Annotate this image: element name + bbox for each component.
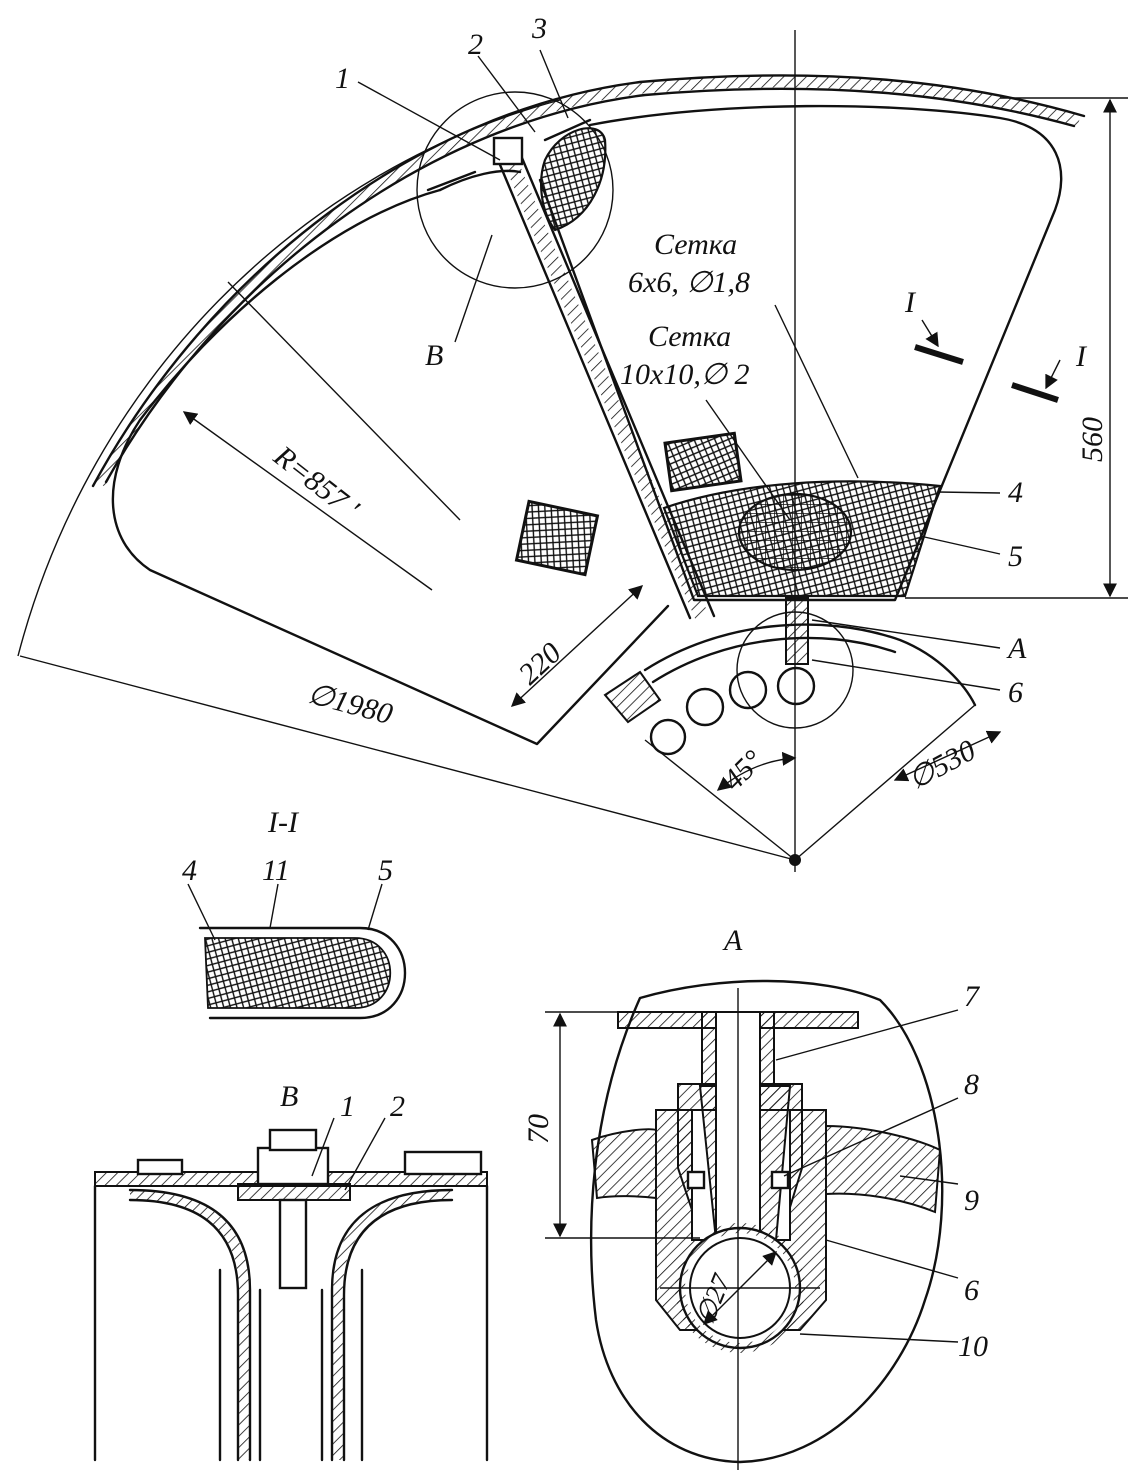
- detail-b-title: B: [280, 1080, 298, 1113]
- section-callout-11: 11: [262, 854, 290, 887]
- detail-b-right-bend: [330, 1188, 454, 1462]
- section-callout-4: 4: [182, 854, 197, 887]
- detail-b-callout-2: 2: [390, 1090, 405, 1123]
- center-ray-left: [19, 655, 796, 861]
- section-cut-right: I: [1075, 340, 1088, 373]
- dim-45-arc: [716, 751, 797, 791]
- section-title: I-I: [267, 806, 300, 839]
- mesh1-spec: 6x6, ∅1,8: [628, 266, 750, 299]
- inner-ring-arc: [643, 623, 977, 707]
- section-callout-5: 5: [378, 854, 393, 887]
- center-point: [789, 854, 801, 866]
- view-a-marker: A: [1006, 632, 1027, 665]
- detail-a-dim-70-label: 70: [522, 1114, 555, 1144]
- section-arrow-left: [921, 319, 939, 348]
- callout-3: 3: [531, 12, 547, 45]
- dim-220-line: [510, 585, 644, 707]
- detail-a-break-outline: [589, 979, 944, 1464]
- dim-angle: 45°: [717, 744, 770, 797]
- mesh-sample-2: [514, 499, 600, 577]
- outer-diameter-arc: [17, 99, 561, 657]
- callout-5: 5: [1008, 540, 1023, 573]
- detail-b: [93, 1117, 489, 1462]
- detail-a-shell-left: [590, 1128, 657, 1200]
- dim-220: 220: [512, 636, 567, 691]
- nozzle-6: [785, 597, 809, 665]
- pipe-4: [776, 666, 816, 706]
- top-flange: [426, 118, 592, 192]
- mesh2-spec: 10x10,∅ 2: [620, 358, 749, 391]
- section-mark-left: [914, 344, 964, 365]
- pipe-2: [685, 687, 725, 727]
- callout-4: 4: [1008, 476, 1023, 509]
- left-sector-chamber: [111, 188, 670, 746]
- callout-2: 2: [468, 28, 483, 61]
- detail-a-title: A: [722, 924, 743, 957]
- detail-b-circle: [416, 91, 614, 289]
- center-ray-right: [794, 704, 976, 861]
- detail-b-left-bend: [128, 1188, 252, 1462]
- detail-a-callout-9: 9: [964, 1184, 979, 1217]
- view-b-marker: B: [425, 339, 443, 372]
- detail-a-callout-7: 7: [964, 980, 981, 1013]
- mesh1-name: Сетка: [654, 228, 737, 261]
- detail-a-shell-right: [825, 1124, 942, 1214]
- dim-530-line: [893, 730, 1002, 782]
- callout-leaders: [357, 49, 1001, 691]
- top-mesh-pocket: [540, 127, 607, 232]
- mesh-sample-1: [663, 431, 743, 493]
- dim-outer-diameter: ∅1980: [304, 677, 396, 731]
- section-arrow-right: [1045, 359, 1061, 390]
- inner-ring-arc-2: [651, 636, 897, 684]
- detail-b-callout-1: 1: [340, 1090, 355, 1123]
- section-mark-right: [1011, 382, 1059, 403]
- dim-560: 560: [1076, 417, 1109, 462]
- section-i-i: [187, 883, 407, 1020]
- dim-radius-line: [182, 411, 433, 591]
- mesh2-name: Сетка: [648, 320, 731, 353]
- detail-a-callout-6: 6: [964, 1274, 979, 1307]
- section-cut-left: I: [904, 286, 917, 319]
- detail-a-dim-27: [703, 1251, 777, 1325]
- detail-b-bolt-head: [268, 1128, 318, 1152]
- section-outline: [198, 926, 407, 1020]
- outer-casing-hatch: [95, 76, 1081, 487]
- dim-inner-diameter: ∅530: [903, 734, 981, 797]
- callout-6: 6: [1008, 676, 1023, 709]
- detail-a-callout-8: 8: [964, 1068, 979, 1101]
- detail-b-flange: [237, 1183, 351, 1201]
- main-view: [17, 30, 1128, 872]
- radius-line: [227, 281, 461, 521]
- pipe-1: [649, 718, 687, 756]
- right-hopper-chamber: [538, 104, 1063, 602]
- inclined-partition-hatch: [503, 157, 709, 620]
- detail-a-callout-10: 10: [958, 1330, 988, 1363]
- left-nozzle: [603, 670, 662, 724]
- top-bolt-head: [492, 136, 524, 166]
- center-ray-45: [644, 739, 796, 861]
- section-mesh: [204, 937, 391, 1009]
- callout-1: 1: [335, 62, 350, 95]
- pipe-3: [728, 670, 768, 710]
- detail-a: [545, 979, 959, 1470]
- detail-b-nut: [256, 1146, 330, 1186]
- detail-b-bolt: [278, 1198, 308, 1290]
